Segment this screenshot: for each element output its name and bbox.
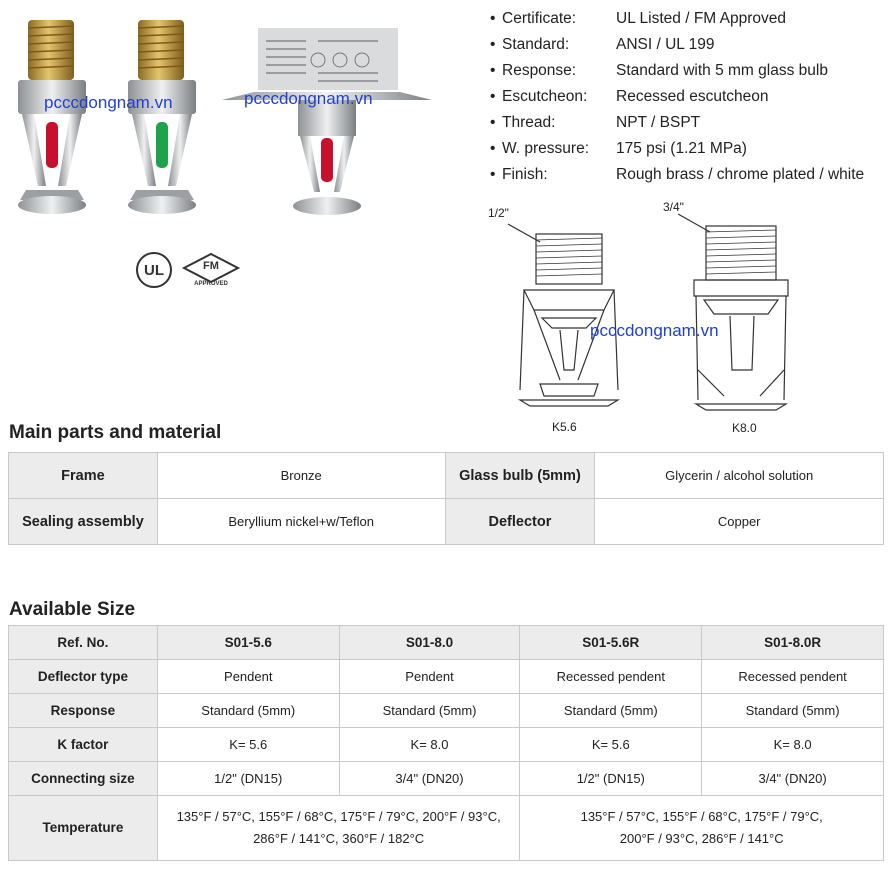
table-cell: 3/4" (DN20) [338, 761, 521, 796]
temperature-line: 286°F / 141°C, 360°F / 182°C [253, 831, 425, 846]
fm-diamond-icon [181, 252, 241, 284]
table-header-cell: S01-8.0 [338, 625, 521, 660]
table-cell: Deflector [444, 498, 596, 545]
table-cell: Pendent [156, 659, 340, 694]
spec-value: Standard with 5 mm glass bulb [616, 62, 828, 79]
spec-value: 175 psi (1.21 MPa) [616, 140, 747, 157]
temperature-line: 135°F / 57°C, 155°F / 68°C, 175°F / 79°C… [580, 809, 823, 824]
table-cell: Copper [594, 498, 884, 545]
table-cell: K= 5.6 [156, 727, 340, 762]
drawing-label-left-k: K5.6 [552, 420, 577, 434]
watermark-text: pcccdongnam.vn [590, 321, 719, 340]
table-cell: K= 8.0 [338, 727, 521, 762]
fm-logo: FM APPROVED [180, 252, 242, 290]
temperature-line: 200°F / 93°C, 286°F / 141°C [619, 831, 784, 846]
table-cell: Standard (5mm) [338, 693, 521, 728]
main-parts-title: Main parts and material [9, 422, 222, 443]
table-header-cell: S01-5.6 [156, 625, 340, 660]
spec-key: W. pressure: [502, 140, 589, 157]
spec-value: UL Listed / FM Approved [616, 10, 787, 27]
spec-value: ANSI / UL 199 [616, 36, 715, 53]
table-cell: K= 8.0 [701, 727, 884, 762]
table-cell: K factor [8, 727, 158, 762]
spec-row: • Standard: ANSI / UL 199 [490, 32, 890, 58]
main-parts-table: Frame Bronze Glass bulb (5mm) Glycerin /… [8, 452, 884, 545]
table-cell: Deflector type [8, 659, 158, 694]
bullet-icon: • [490, 10, 496, 27]
table-cell: Connecting size [8, 761, 158, 796]
spec-row: • Response: Standard with 5 mm glass bulb [490, 58, 890, 84]
spec-key: Response: [502, 62, 577, 79]
table-row: Sealing assembly Beryllium nickel+w/Tefl… [8, 498, 884, 545]
fm-logo-subtext: APPROVED [194, 281, 228, 287]
table-row: Frame Bronze Glass bulb (5mm) Glycerin /… [8, 452, 884, 499]
table-cell: Bronze [156, 452, 446, 499]
spec-value: NPT / BSPT [616, 114, 701, 131]
sprinkler-photo-recessed [222, 28, 432, 215]
spec-key: Standard: [502, 36, 570, 53]
available-size-table: Ref. No. S01-5.6 S01-8.0 S01-5.6R S01-8.… [8, 625, 884, 861]
table-cell: Recessed pendent [519, 659, 703, 694]
table-cell: Standard (5mm) [701, 693, 884, 728]
spec-key: Certificate: [502, 10, 577, 27]
table-header-cell: S01-8.0R [701, 625, 884, 660]
table-cell: Pendent [338, 659, 521, 694]
table-cell: Beryllium nickel+w/Teflon [156, 498, 446, 545]
spec-row: • Certificate: UL Listed / FM Approved [490, 6, 890, 32]
sprinkler-photo-red [18, 20, 86, 214]
table-cell: Temperature [8, 795, 158, 861]
spec-row: • Finish: Rough brass / chrome plated / wh… [490, 162, 890, 188]
available-size-title: Available Size [9, 599, 136, 620]
drawing-label-right-k: K8.0 [732, 421, 757, 435]
table-cell: K= 5.6 [519, 727, 703, 762]
ul-logo-text: UL [144, 262, 164, 279]
bullet-icon: • [490, 36, 496, 53]
spec-list: • Certificate: UL Listed / FM Approved • Sta… [490, 6, 890, 188]
table-row: Deflector type Pendent Pendent Recessed … [8, 659, 884, 694]
watermark-text: pcccdongnam.vn [244, 89, 373, 108]
table-cell: 3/4" (DN20) [701, 761, 884, 796]
bullet-icon: • [490, 88, 496, 105]
table-cell-temperature-left: 135°F / 57°C, 155°F / 68°C, 175°F / 79°C… [156, 795, 521, 861]
ul-logo: UL [136, 252, 172, 288]
table-row: Response Standard (5mm) Standard (5mm) S… [8, 693, 884, 728]
table-cell: Standard (5mm) [519, 693, 703, 728]
table-cell-temperature-right: 135°F / 57°C, 155°F / 68°C, 175°F / 79°C… [519, 795, 884, 861]
table-cell: Recessed pendent [701, 659, 884, 694]
drawing-label-left-thread: 1/2" [488, 206, 509, 220]
fm-logo-text: FM [203, 260, 219, 272]
watermark-text: pcccdongnam.vn [44, 93, 173, 112]
bullet-icon: • [490, 140, 496, 157]
spec-row: • Escutcheon: Recessed escutcheon [490, 84, 890, 110]
technical-drawing [507, 213, 789, 411]
table-row-temperature: Temperature 135°F / 57°C, 155°F / 68°C, … [8, 795, 884, 861]
table-header-cell: Ref. No. [8, 625, 158, 660]
spec-key: Escutcheon: [502, 88, 588, 105]
product-photos [18, 20, 432, 215]
table-cell: 1/2" (DN15) [156, 761, 340, 796]
table-row: Connecting size 1/2" (DN15) 3/4" (DN20) … [8, 761, 884, 796]
spec-row: • Thread: NPT / BSPT [490, 110, 890, 136]
spec-key: Thread: [502, 114, 556, 131]
bullet-icon: • [490, 114, 496, 131]
table-cell: Glycerin / alcohol solution [594, 452, 884, 499]
table-cell: Standard (5mm) [156, 693, 340, 728]
spec-key: Finish: [502, 166, 548, 183]
table-header-row: Ref. No. S01-5.6 S01-8.0 S01-5.6R S01-8.… [8, 625, 884, 660]
table-cell: Glass bulb (5mm) [444, 452, 596, 499]
spec-value: Rough brass / chrome plated / white [616, 166, 865, 183]
table-cell: Frame [8, 452, 158, 499]
sprinkler-photo-green [128, 20, 196, 214]
table-cell: Sealing assembly [8, 498, 158, 545]
spec-value: Recessed escutcheon [616, 88, 769, 105]
table-header-cell: S01-5.6R [519, 625, 703, 660]
table-cell: 1/2" (DN15) [519, 761, 703, 796]
temperature-line: 135°F / 57°C, 155°F / 68°C, 175°F / 79°C… [176, 809, 501, 824]
bullet-icon: • [490, 62, 496, 79]
bullet-icon: • [490, 166, 496, 183]
spec-row: • W. pressure: 175 psi (1.21 MPa) [490, 136, 890, 162]
drawing-label-right-thread: 3/4" [663, 200, 684, 214]
table-cell: Response [8, 693, 158, 728]
table-row: K factor K= 5.6 K= 8.0 K= 5.6 K= 8.0 [8, 727, 884, 762]
